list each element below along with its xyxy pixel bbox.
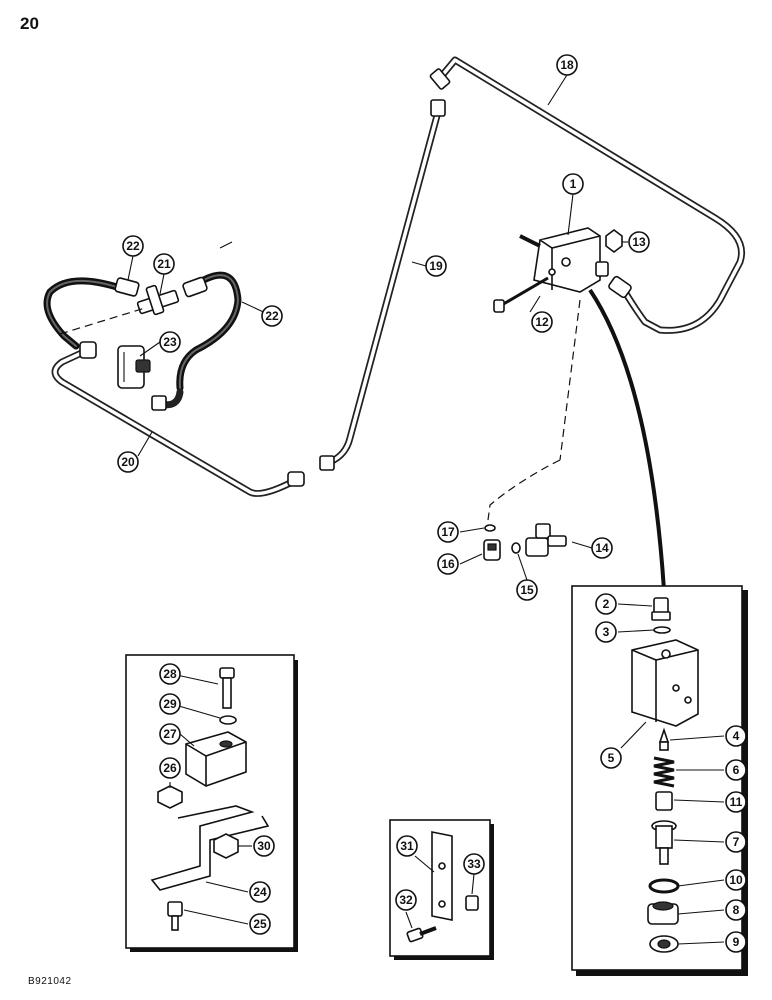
- callout-29: 29: [159, 693, 181, 715]
- svg-text:24: 24: [253, 885, 267, 899]
- hose-block-to-valve: [588, 288, 666, 591]
- callout-11: 11: [725, 791, 747, 813]
- svg-text:7: 7: [733, 835, 740, 849]
- svg-text:22: 22: [126, 239, 140, 253]
- svg-text:23: 23: [163, 335, 177, 349]
- tube-18: [429, 56, 745, 334]
- callout-12: 12: [531, 311, 553, 333]
- callout-32: 32: [395, 889, 417, 911]
- svg-text:27: 27: [163, 727, 177, 741]
- callout-20: 20: [117, 451, 139, 473]
- svg-text:1: 1: [570, 177, 577, 191]
- callout-24: 24: [249, 881, 271, 903]
- callout-17: 17: [437, 521, 459, 543]
- svg-text:11: 11: [730, 795, 743, 809]
- valve-23: [117, 345, 151, 389]
- callout-4: 4: [725, 725, 747, 747]
- callout-22-left: 22: [122, 235, 144, 257]
- callout-9: 9: [725, 931, 747, 953]
- callout-30: 30: [253, 835, 275, 857]
- dashed-guide-17: [487, 459, 561, 521]
- svg-text:4: 4: [733, 729, 740, 743]
- svg-text:3: 3: [603, 625, 610, 639]
- callout-8: 8: [725, 899, 747, 921]
- callout-10: 10: [725, 869, 747, 891]
- svg-text:33: 33: [467, 857, 481, 871]
- tee-fitting-21: [136, 284, 180, 316]
- valve-block-1: [493, 227, 623, 313]
- svg-text:15: 15: [520, 583, 534, 597]
- callout-15: 15: [516, 579, 538, 601]
- callout-5: 5: [600, 747, 622, 769]
- callout-22-right: 22: [261, 305, 283, 327]
- svg-text:26: 26: [163, 761, 177, 775]
- tube-19: [319, 99, 446, 471]
- callout-33: 33: [463, 853, 485, 875]
- dashed-guide-1: [559, 299, 581, 461]
- callout-23: 23: [159, 331, 181, 353]
- callout-19: 19: [425, 255, 447, 277]
- callout-21: 21: [153, 253, 175, 275]
- callout-1: 1: [562, 173, 584, 195]
- callout-3: 3: [595, 621, 617, 643]
- valve-detail-panel: [571, 585, 748, 976]
- svg-text:10: 10: [729, 873, 743, 887]
- svg-text:28: 28: [163, 667, 177, 681]
- callout-7: 7: [725, 831, 747, 853]
- svg-text:6: 6: [733, 763, 740, 777]
- figure-code: B921042: [28, 976, 72, 987]
- svg-text:22: 22: [265, 309, 279, 323]
- callout-28: 28: [159, 663, 181, 685]
- svg-text:19: 19: [429, 259, 443, 273]
- svg-text:20: 20: [121, 455, 135, 469]
- svg-text:16: 16: [441, 557, 455, 571]
- svg-text:8: 8: [733, 903, 740, 917]
- svg-text:30: 30: [257, 839, 271, 853]
- svg-text:18: 18: [560, 58, 574, 72]
- svg-text:25: 25: [253, 917, 267, 931]
- callout-27: 27: [159, 723, 181, 745]
- page-number: 20: [20, 14, 39, 33]
- callout-16: 16: [437, 553, 459, 575]
- tube-20: [51, 341, 305, 497]
- spring-6: [653, 756, 675, 788]
- svg-text:31: 31: [400, 839, 414, 853]
- svg-text:29: 29: [163, 697, 177, 711]
- callout-25: 25: [249, 913, 271, 935]
- svg-text:17: 17: [441, 525, 455, 539]
- dashed-guide-21: [59, 307, 146, 335]
- callout-14: 14: [591, 537, 613, 559]
- svg-text:9: 9: [733, 935, 740, 949]
- svg-text:5: 5: [608, 751, 615, 765]
- callout-18: 18: [556, 54, 578, 76]
- callout-13: 13: [628, 231, 650, 253]
- svg-text:13: 13: [632, 235, 646, 249]
- fittings-14-17: [483, 523, 567, 561]
- callout-26: 26: [159, 757, 181, 779]
- svg-text:32: 32: [399, 893, 413, 907]
- callout-31: 31: [396, 835, 418, 857]
- svg-text:21: 21: [157, 257, 171, 271]
- svg-text:12: 12: [535, 315, 549, 329]
- bracket-detail-panel: [125, 654, 298, 952]
- hose-22-left: [43, 277, 140, 350]
- svg-text:14: 14: [595, 541, 609, 555]
- svg-text:2: 2: [603, 597, 610, 611]
- hose-22-right: [151, 271, 242, 411]
- callout-6: 6: [725, 759, 747, 781]
- callout-2: 2: [595, 593, 617, 615]
